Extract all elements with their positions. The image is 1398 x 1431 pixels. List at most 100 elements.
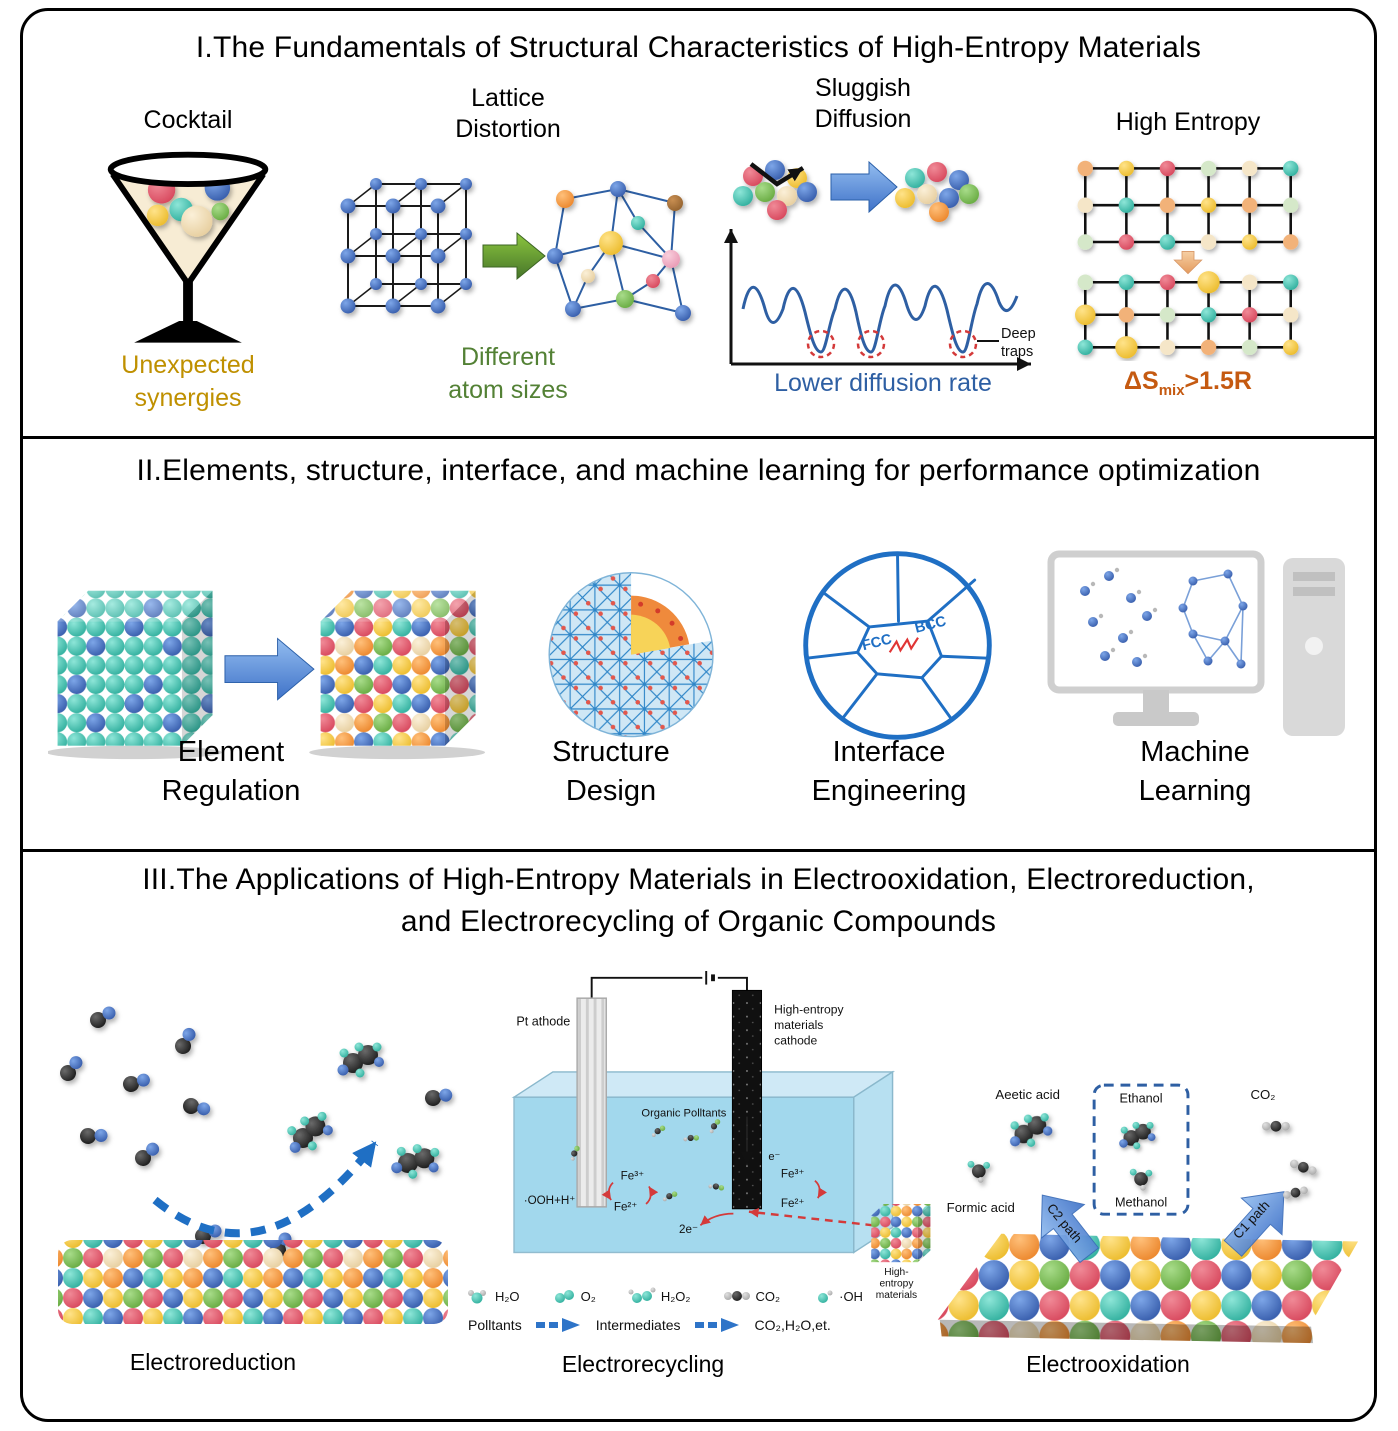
hem-cube-label: High- entropy materials <box>876 1267 917 1301</box>
organic-pollutants-label: Organic Polltants <box>641 1108 726 1120</box>
element-regulation-illustration <box>48 590 486 760</box>
hem-label-line1: High- <box>884 1267 908 1278</box>
ordered-lattice-atoms <box>340 178 472 314</box>
deep-traps-label-line1: Deep <box>1001 326 1036 342</box>
phase-boundary-zigzag <box>888 637 919 653</box>
section3-title-line1: III.The Applications of High-Entropy Mat… <box>142 863 1255 896</box>
lattice-label-line1: Lattice <box>471 84 545 112</box>
ml-caption-line2: Learning <box>1138 775 1252 808</box>
element-regulation-arrow-icon <box>224 637 315 701</box>
dashed-flow-arrow-icon <box>535 1318 580 1332</box>
section-divider-2 <box>23 849 1374 852</box>
lattice-distortion-label: Lattice Distortion <box>368 83 648 146</box>
formic-acid-label: Formic acid <box>947 1200 1015 1215</box>
ml-caption-line1: Machine <box>1140 736 1250 768</box>
anode-label: Pt athode <box>516 1014 570 1028</box>
cube-shadow-right <box>309 745 486 760</box>
fe2-right-label: Fe²⁺ <box>781 1197 805 1210</box>
cathode-label-line1: High-entropy <box>774 1003 844 1017</box>
legend-item-o2: O₂ <box>551 1285 596 1307</box>
ordered-lattice-frame <box>347 183 467 307</box>
methanol-label: Methanol <box>1115 1195 1167 1209</box>
cathode-label-line3: cathode <box>774 1034 817 1048</box>
h2o2-molecule-icon <box>628 1287 656 1303</box>
energy-landscape-curve <box>741 282 1019 354</box>
sluggish-diffusion-illustration: Deep traps <box>724 160 1036 371</box>
machine-learning-illustration <box>1047 550 1345 736</box>
formic-acid-molecule <box>967 1160 991 1183</box>
alcohol-selection-box <box>1092 1083 1190 1216</box>
catalyst-sphere-slab <box>937 1233 1359 1344</box>
acetic-acid-label: Aeetic acid <box>995 1087 1060 1102</box>
acetic-acid-molecule <box>1007 1112 1054 1149</box>
diffusion-label-line2: Diffusion <box>814 105 912 134</box>
legend-label-o2: O₂ <box>580 1288 596 1304</box>
circuit-wire <box>590 976 748 999</box>
entropy-grid-top-frame <box>1083 167 1293 244</box>
lattice-caption-line1: Different <box>460 343 556 371</box>
entropy-caption-pre: ΔS <box>1124 367 1159 395</box>
lattice-distortion-illustration <box>340 178 691 321</box>
monitor-base <box>1113 712 1199 726</box>
lattice-label-line2: Distortion <box>455 115 561 144</box>
screen-network-graph <box>1178 569 1248 669</box>
lattice-caption-line2: atom sizes <box>448 375 568 404</box>
cathode-label-line2: materials <box>774 1018 823 1032</box>
blue-transition-arrow-icon <box>830 160 898 214</box>
o2-molecule-icon <box>554 1290 574 1303</box>
glass-rim <box>107 151 269 187</box>
figure-frame: I.The Fundamentals of Structural Charact… <box>20 8 1377 1422</box>
electron-label: e⁻ <box>768 1151 780 1163</box>
glass-stem <box>183 281 193 327</box>
molecule-legend: H₂O O₂ H₂O₂ CO₂ ·OH <box>463 1285 863 1307</box>
section3-title-line2: and Electrorecycling of Organic Compound… <box>400 905 997 938</box>
interface-caption-line2: Engineering <box>811 775 967 808</box>
cocktail-caption-line2: synergies <box>134 383 242 412</box>
legend-label-oh: ·OH <box>839 1288 863 1304</box>
fe2-left-label: Fe²⁺ <box>614 1201 638 1214</box>
high-entropy-illustration <box>1075 160 1299 359</box>
screen-molecules <box>1080 567 1158 667</box>
pollutant-flow: Polltants Intermediates CO₂,H₂O,et. <box>468 1317 898 1333</box>
battery-icon <box>705 971 715 985</box>
legend-label-h2o: H₂O <box>495 1288 520 1304</box>
legend-item-h2o2: H₂O₂ <box>627 1285 690 1307</box>
sphere-outline <box>548 572 714 738</box>
entropy-caption: ΔSmix>1.5R <box>1068 365 1308 401</box>
entropy-caption-sub: mix <box>1158 382 1185 399</box>
electrooxidation-illustration: C2 path C1 path Aeetic acid Formic acid … <box>937 1083 1359 1344</box>
green-transform-arrow-icon <box>482 231 546 281</box>
machine-learning-caption: Machine Learning <box>1055 733 1335 811</box>
section-divider-1 <box>23 436 1374 439</box>
product-molecules <box>282 1042 455 1184</box>
fcc-label: FCC <box>860 631 893 654</box>
atom-cluster-left <box>733 160 817 220</box>
cocktail-caption: Unexpected synergies <box>78 349 298 414</box>
structure-design-illustration <box>548 570 714 738</box>
redox-cycle-arrows-right <box>814 1179 827 1199</box>
element-caption-line2: Regulation <box>161 775 301 808</box>
legend-item-h2o: H₂O <box>463 1285 520 1307</box>
interface-engineering-illustration: FCC BCC <box>803 551 992 740</box>
monitor-stand <box>1143 690 1169 712</box>
hem-label-line2: entropy <box>879 1278 914 1289</box>
entropy-grid-bottom-frame <box>1083 280 1293 349</box>
deep-traps-label-line2: traps <box>1001 344 1033 360</box>
co2-molecule-icon <box>723 1291 750 1301</box>
distorted-lattice-atoms <box>547 181 691 321</box>
h2o-molecule-icon <box>468 1290 486 1304</box>
glass-base <box>134 321 242 343</box>
electron-transfer-arrow <box>699 1212 734 1226</box>
shell-dopant-dots <box>638 601 684 641</box>
interface-caption-line1: Interface <box>832 736 946 768</box>
co2-label: CO₂ <box>1251 1087 1276 1102</box>
grain-boundaries <box>805 552 990 721</box>
cube-shadow-left <box>48 745 223 760</box>
electrooxidation-caption: Electrooxidation <box>1026 1351 1190 1377</box>
teal-sphere-cube <box>57 590 213 746</box>
two-electron-label: 2e⁻ <box>679 1223 698 1236</box>
dashed-flow-arrow-icon <box>694 1318 739 1332</box>
ethanol-label: Ethanol <box>1120 1092 1163 1106</box>
electrorecycling-illustration: Pt athode High-entropy materials cathode… <box>511 971 931 1301</box>
lattice-caption: Different atom sizes <box>368 341 648 406</box>
